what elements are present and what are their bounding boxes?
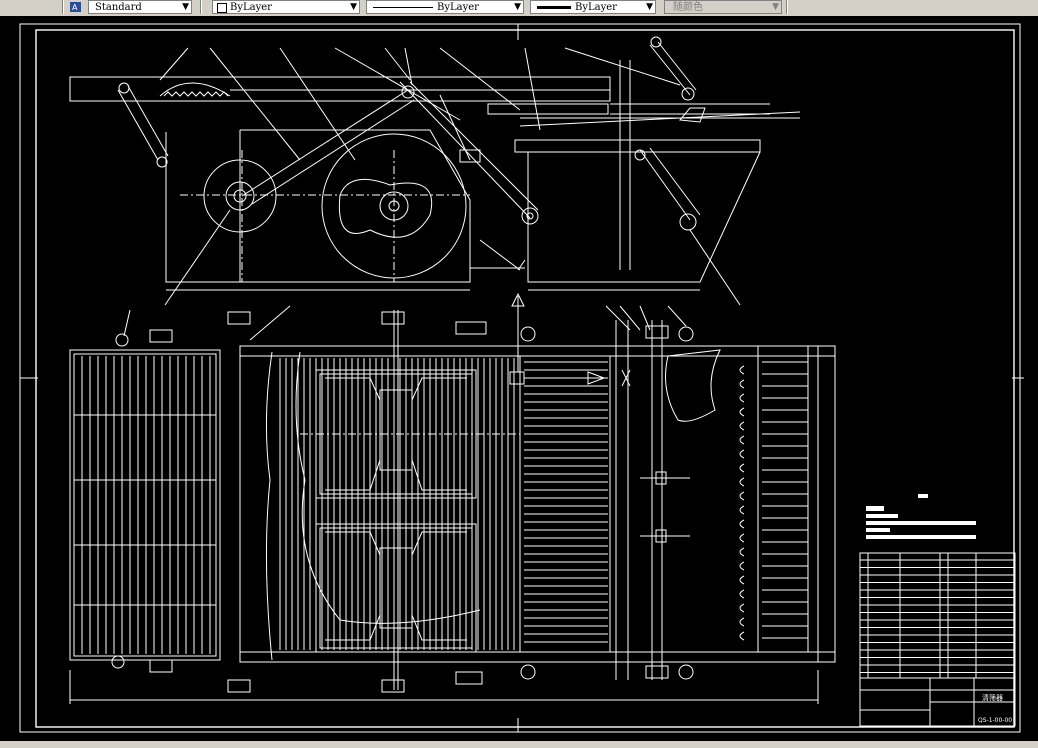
cad-drawing: 清筛器 QS-1-00-00	[19, 23, 1024, 733]
toolbar-separator	[786, 0, 788, 14]
linetype-value: ByLayer	[437, 2, 479, 13]
lineweight-dropdown[interactable]: ByLayer ▼	[530, 0, 656, 14]
parts-list	[859, 552, 1016, 679]
linetype-dropdown[interactable]: ByLayer ▼	[366, 0, 524, 14]
text-style-value: Standard	[95, 2, 142, 13]
color-swatch-icon	[217, 3, 227, 13]
text-style-dropdown[interactable]: Standard ▼	[88, 0, 192, 14]
plan-view	[69, 292, 836, 704]
technical-notes	[866, 494, 976, 539]
toolbar-separator	[62, 0, 64, 14]
plot-style-dropdown[interactable]: 随颜色 ▼	[664, 0, 782, 14]
color-control-value: ByLayer	[230, 2, 272, 13]
drawing-canvas[interactable]: 清筛器 QS-1-00-00	[0, 16, 1038, 748]
centering-marks	[20, 24, 1024, 732]
lineweight-sample	[537, 6, 571, 9]
title-block	[859, 677, 1016, 727]
title-block-code: QS-1-00-00	[978, 717, 1012, 724]
lineweight-value: ByLayer	[575, 2, 617, 13]
svg-text:A: A	[72, 3, 78, 12]
text-style-icon[interactable]: A	[68, 0, 84, 14]
chevron-down-icon: ▼	[350, 2, 357, 12]
chevron-down-icon: ▼	[182, 2, 189, 12]
properties-toolbar: A Standard ▼ ByLayer ▼ ByLayer ▼ ByLayer…	[0, 0, 1038, 17]
chevron-down-icon: ▼	[646, 2, 653, 12]
side-elevation-view	[69, 36, 801, 306]
toolbar-separator	[200, 0, 202, 14]
status-strip	[0, 741, 1038, 748]
plot-style-value: 随颜色	[673, 2, 703, 13]
chevron-down-icon: ▼	[772, 2, 779, 12]
title-block-name: 清筛器	[982, 693, 1003, 702]
linetype-sample	[373, 7, 433, 8]
chevron-down-icon: ▼	[514, 2, 521, 12]
color-control-dropdown[interactable]: ByLayer ▼	[212, 0, 360, 14]
